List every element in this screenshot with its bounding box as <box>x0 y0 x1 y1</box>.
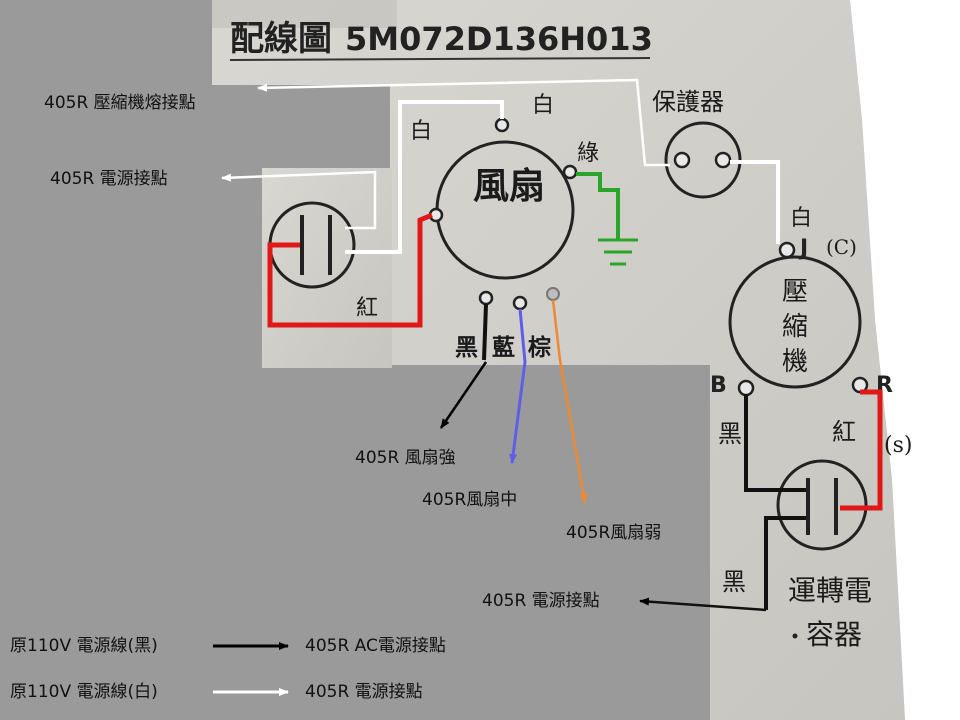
black-wire-capacitor <box>764 516 806 610</box>
run-capacitor <box>776 459 868 551</box>
capacitor-label-1: 運轉電 <box>788 574 872 607</box>
fan-terminal-brown <box>546 287 560 301</box>
title-underline <box>229 57 651 61</box>
compressor-char-3: 機 <box>782 347 808 377</box>
fan-mid-arrow <box>509 308 527 464</box>
wire-label-brown: 棕 <box>528 334 551 361</box>
wire-label-blue: 藍 <box>492 334 515 361</box>
photo-paper <box>212 0 960 720</box>
compressor-char-2: 縮 <box>782 312 808 342</box>
terminal-j: J <box>798 236 808 261</box>
fan-low-arrow <box>551 299 588 504</box>
label-fan-mid: 405R風扇中 <box>422 490 517 510</box>
wire-label-white-3: 白 <box>790 206 812 231</box>
fan-motor <box>428 117 578 311</box>
terminal-c: (C) <box>826 235 857 259</box>
red-wire-fan <box>267 212 433 328</box>
legend-from-white: 原110V 電源線(白) <box>10 682 158 702</box>
fan-label: 風扇 <box>473 165 545 207</box>
white-wire-power <box>221 170 377 230</box>
fan-terminal-black <box>478 290 494 306</box>
diagram-title: 配線圖 <box>230 19 332 59</box>
wire-label-black-2: 黑 <box>718 420 742 448</box>
power-bottom-arrow <box>639 597 767 612</box>
fan-terminal-green <box>562 164 578 180</box>
legend-to-white: 405R 電源接點 <box>305 682 423 702</box>
red-wire-compressor <box>840 389 883 511</box>
green-wire <box>576 172 620 240</box>
wire-label-black-3: 黑 <box>722 568 746 596</box>
wire-label-green: 綠 <box>577 141 599 166</box>
label-fan-high: 405R 風扇強 <box>355 448 456 468</box>
wire-label-red-2: 紅 <box>832 418 856 446</box>
label-power-bottom: 405R 電源接點 <box>482 591 600 611</box>
white-wire-fan <box>345 100 504 254</box>
legend-to-black: 405R AC電源接點 <box>305 636 446 656</box>
fan-terminal-blue <box>512 295 528 311</box>
dot <box>792 633 798 639</box>
label-power-top: 405R 電源接點 <box>50 169 168 189</box>
fan-terminal-top <box>494 117 510 133</box>
label-compressor-fuse: 405R 壓縮機熔接點 <box>44 93 196 113</box>
label-fan-low: 405R風扇弱 <box>566 523 661 543</box>
white-wire-compressor <box>730 160 780 244</box>
capacitor-label-2: 容器 <box>806 618 862 651</box>
white-wire-fuse <box>257 78 670 167</box>
terminal-s: (s) <box>884 433 912 458</box>
wire-label-white-2: 白 <box>532 93 554 118</box>
model-number: 5M072D136H013 <box>345 20 653 58</box>
wire-label-white-1: 白 <box>410 119 432 144</box>
black-wire-compressor <box>744 394 806 492</box>
black-fan-stub <box>482 303 488 361</box>
protector-label: 保護器 <box>652 88 724 116</box>
legend-from-black: 原110V 電源線(黑) <box>10 636 158 656</box>
compressor-char-1: 壓 <box>782 277 808 307</box>
wire-label-black-1: 黑 <box>455 334 478 361</box>
wire-label-red-1: 紅 <box>356 296 378 321</box>
terminal-b: B <box>710 373 727 398</box>
legend: 原110V 電源線(黑) 405R AC電源接點 原110V 電源線(白) 40… <box>10 636 446 702</box>
fan-high-arrow <box>439 361 488 429</box>
